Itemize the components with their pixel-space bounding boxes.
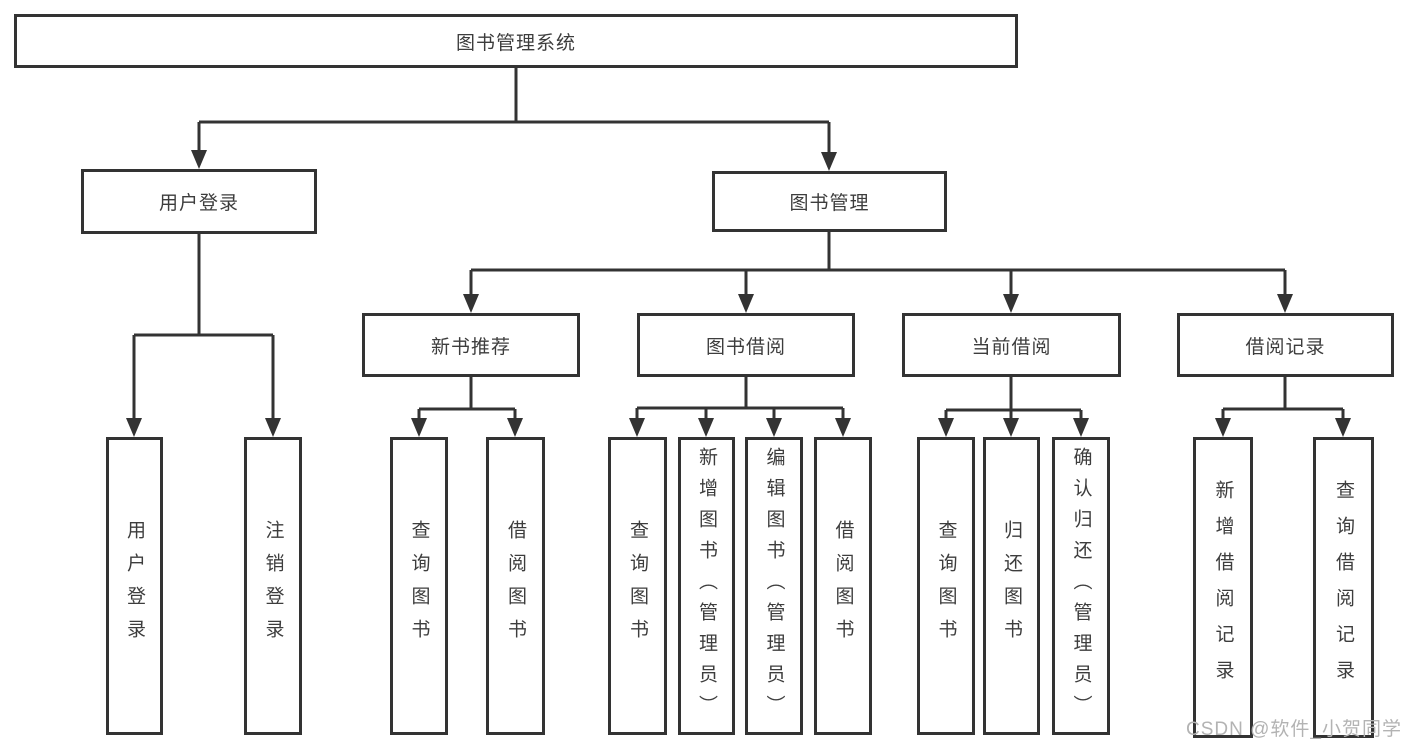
node-label: 查询图书 bbox=[627, 520, 648, 652]
node-label: 新书推荐 bbox=[430, 336, 511, 358]
leaf-query-books-recommend: 查询图书 bbox=[390, 437, 448, 735]
node-label: 确认归还（管理员） bbox=[1070, 447, 1092, 726]
leaf-query-books-current: 查询图书 bbox=[917, 437, 975, 735]
leaf-borrow-books-borrowing: 借阅图书 bbox=[814, 437, 872, 735]
node-label: 借阅记录 bbox=[1245, 336, 1326, 358]
node-current-borrowing: 当前借阅 bbox=[902, 313, 1121, 377]
node-label: 查询图书 bbox=[935, 520, 957, 652]
leaf-return-book: 归还图书 bbox=[983, 437, 1040, 735]
node-label: 查询图书 bbox=[408, 520, 430, 652]
node-label: 图书借阅 bbox=[705, 336, 786, 358]
node-user-login: 用户登录 bbox=[81, 169, 317, 234]
node-label: 用户登录 bbox=[124, 520, 145, 652]
node-borrowing-records: 借阅记录 bbox=[1177, 313, 1394, 377]
node-label: 借阅图书 bbox=[505, 520, 526, 652]
csdn-watermark: CSDN @软件_小贺同学 bbox=[1186, 719, 1402, 740]
node-label: 归还图书 bbox=[1001, 520, 1022, 652]
node-label: 新增图书（管理员） bbox=[696, 447, 717, 726]
leaf-borrow-books-recommend: 借阅图书 bbox=[486, 437, 545, 735]
node-new-book-recommend: 新书推荐 bbox=[362, 313, 580, 377]
leaf-query-books-borrowing: 查询图书 bbox=[608, 437, 667, 735]
node-label: 用户登录 bbox=[158, 193, 239, 214]
node-label: 新增借阅记录 bbox=[1212, 479, 1234, 696]
leaf-add-borrow-record: 新增借阅记录 bbox=[1193, 437, 1253, 738]
node-label: 注销登录 bbox=[262, 520, 284, 652]
leaf-user-login: 用户登录 bbox=[106, 437, 163, 735]
node-book-management: 图书管理 bbox=[712, 171, 947, 232]
node-library-management-system: 图书管理系统 bbox=[14, 14, 1018, 68]
node-book-borrowing: 图书借阅 bbox=[637, 313, 855, 377]
node-label: 编辑图书（管理员） bbox=[763, 447, 785, 726]
node-label: 借阅图书 bbox=[832, 520, 854, 652]
node-label: 当前借阅 bbox=[971, 336, 1052, 358]
leaf-add-book-admin: 新增图书（管理员） bbox=[678, 437, 735, 735]
leaf-edit-book-admin: 编辑图书（管理员） bbox=[745, 437, 803, 735]
node-label: 图书管理系统 bbox=[455, 32, 576, 54]
leaf-logout-login: 注销登录 bbox=[244, 437, 302, 735]
node-label: 查询借阅记录 bbox=[1333, 479, 1354, 696]
leaf-confirm-return-admin: 确认归还（管理员） bbox=[1052, 437, 1110, 735]
leaf-query-borrow-record: 查询借阅记录 bbox=[1313, 437, 1374, 738]
node-label: 图书管理 bbox=[789, 193, 870, 214]
